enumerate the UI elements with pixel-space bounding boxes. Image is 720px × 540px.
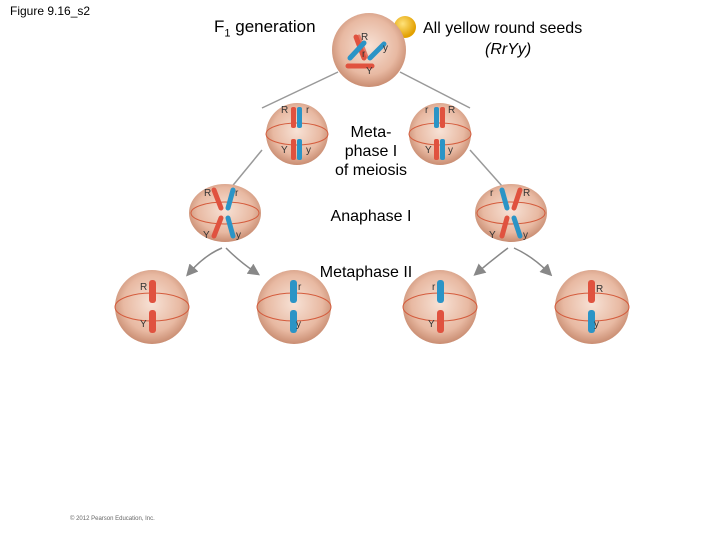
allele-label-r: r (235, 188, 239, 199)
allele-label-y: y (523, 230, 528, 241)
chromosome-r (347, 40, 367, 61)
allele-label-y: y (383, 43, 388, 54)
anaphase1-cell-left: R r Y y (189, 184, 261, 242)
metaphase-1-line-1: Meta- (350, 124, 392, 141)
allele-label-R: R (204, 188, 211, 199)
metaphase-1-line-2: phase I (344, 143, 398, 160)
allele-label-Y: Y (281, 145, 288, 156)
allele-label-y: y (306, 145, 311, 156)
division-arrow-left-1 (186, 247, 223, 277)
allele-label-Y: Y (203, 230, 210, 241)
copyright-notice: © 2012 Pearson Education, Inc. (70, 516, 155, 522)
branch-line-right (399, 71, 471, 109)
allele-label-y: y (236, 230, 241, 241)
allele-label-y: y (296, 319, 301, 330)
metaphase-2-label: Metaphase II (319, 264, 413, 281)
f1-generation-label: F1 generation (214, 17, 316, 39)
allele-label-y: y (448, 145, 453, 156)
allele-label-r: r (490, 188, 494, 199)
allele-label-Y: Y (366, 66, 373, 77)
allele-label-r: r (298, 282, 302, 293)
allele-label-Y: Y (489, 230, 496, 241)
allele-label-Y: Y (425, 145, 432, 156)
anaphase1-cell-right: r R Y y (475, 184, 547, 242)
allele-label-R: R (361, 32, 368, 43)
branch-line-left (261, 71, 339, 109)
metaphase2-cell-3: r Y (402, 270, 478, 344)
metaphase1-cell-left: R r Y y (265, 103, 329, 165)
metaphase2-cell-1: R Y (114, 270, 190, 344)
f1-subscript: 1 (224, 27, 231, 40)
metaphase2-cell-2: r y (256, 270, 332, 344)
division-arrow-right-2 (513, 247, 553, 277)
allele-label-R: R (523, 188, 530, 199)
metaphase-1-label: Meta- phase I of meiosis (326, 123, 416, 180)
division-arrow-right-1 (473, 247, 509, 276)
allele-label-R: R (140, 282, 147, 293)
f1-cell: R r y Y (332, 13, 406, 87)
seeds-genotype: (RrYy) (485, 41, 532, 58)
allele-label-r: r (362, 49, 366, 60)
anaphase-1-label: Anaphase I (330, 208, 412, 225)
allele-label-r: r (306, 105, 310, 116)
division-arrow-left-2 (225, 247, 260, 276)
allele-label-Y: Y (140, 319, 147, 330)
allele-label-r: r (425, 105, 429, 116)
chromosome-y (367, 41, 387, 61)
seeds-title: All yellow round seeds (423, 20, 583, 37)
allele-label-r: r (432, 282, 436, 293)
allele-label-y: y (594, 319, 599, 330)
metaphase-1-line-3: of meiosis (334, 162, 408, 179)
f1-prefix: F (214, 17, 225, 36)
metaphase1-cell-right: r R Y y (408, 103, 472, 165)
allele-label-R: R (448, 105, 455, 116)
allele-label-R: R (596, 284, 603, 295)
figure-label: Figure 9.16_s2 (10, 4, 91, 18)
allele-label-Y: Y (428, 319, 435, 330)
allele-label-R: R (281, 105, 288, 116)
metaphase2-cell-4: R y (554, 270, 630, 344)
f1-suffix: generation (230, 17, 316, 36)
